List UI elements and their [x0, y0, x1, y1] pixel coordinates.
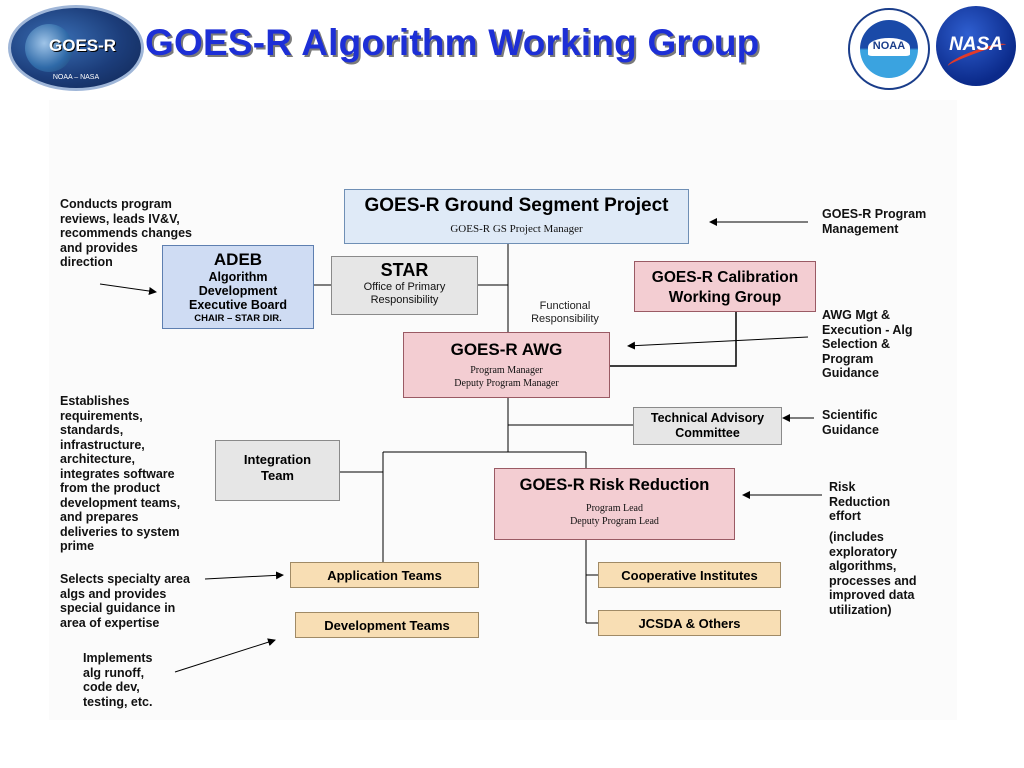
noaa-logo-text: NOAA	[872, 40, 906, 52]
jcsda-label: JCSDA & Others	[638, 616, 741, 631]
integration-line-1: Integration	[243, 452, 312, 467]
adeb-chair: CHAIR – STAR DIR.	[194, 313, 282, 324]
awg-box: GOES-R AWG Program Manager Deputy Progra…	[403, 332, 610, 398]
application-teams-label: Application Teams	[327, 568, 442, 583]
nasa-logo-text: NASA	[949, 34, 1003, 55]
awg-program-manager: Program Manager	[470, 365, 543, 376]
awg-deputy-program-manager: Deputy Program Manager	[454, 378, 559, 389]
adeb-line-2: Development	[198, 284, 278, 298]
goes-r-logo-text: GOES-R	[49, 36, 117, 55]
adeb-title: ADEB	[213, 250, 263, 269]
star-line-1: Office of Primary	[363, 281, 446, 293]
cooperative-institutes-box: Cooperative Institutes	[598, 562, 781, 588]
calibration-working-group-box: GOES-R Calibration Working Group	[634, 261, 816, 312]
nasa-logo: NASA	[936, 6, 1016, 86]
cooperative-institutes-label: Cooperative Institutes	[621, 568, 758, 583]
integration-team-box: Integration Team	[215, 440, 340, 501]
jcsda-box: JCSDA & Others	[598, 610, 781, 636]
adeb-box: ADEB Algorithm Development Executive Boa…	[162, 245, 314, 329]
development-teams-box: Development Teams	[295, 612, 479, 638]
star-box: STAR Office of Primary Responsibility	[331, 256, 478, 315]
goes-r-logo: GOES-R NOAA – NASA	[8, 5, 144, 91]
tac-line-1: Technical Advisory	[650, 411, 765, 425]
risk-reduction-box: GOES-R Risk Reduction Program Lead Deput…	[494, 468, 735, 540]
goes-r-logo-bottom-text: NOAA – NASA	[52, 74, 100, 81]
risk-program-lead: Program Lead	[586, 503, 643, 514]
star-title: STAR	[380, 260, 429, 280]
ground-segment-project-manager: GOES-R GS Project Manager	[450, 223, 583, 235]
calibration-line-1: GOES-R Calibration	[651, 269, 799, 286]
adeb-line-3: Executive Board	[189, 298, 287, 312]
noaa-bird-icon: NOAA	[868, 38, 910, 56]
page-title: GOES-R Algorithm Working Group	[145, 22, 760, 63]
calibration-line-2: Working Group	[668, 289, 782, 306]
risk-deputy-program-lead: Deputy Program Lead	[570, 516, 659, 527]
adeb-line-1: Algorithm	[208, 270, 268, 284]
development-teams-label: Development Teams	[324, 618, 450, 633]
tac-line-2: Committee	[675, 426, 740, 440]
risk-reduction-title: GOES-R Risk Reduction	[519, 476, 710, 494]
noaa-logo: NOAA	[848, 8, 930, 90]
technical-advisory-committee-box: Technical Advisory Committee	[633, 407, 782, 445]
functional-responsibility-label: Functional Responsibility	[531, 300, 599, 325]
integration-line-2: Team	[261, 468, 294, 483]
ground-segment-project-box: GOES-R Ground Segment Project GOES-R GS …	[344, 189, 689, 244]
ground-segment-project-title: GOES-R Ground Segment Project	[364, 195, 669, 216]
awg-title: GOES-R AWG	[450, 340, 563, 359]
star-line-2: Responsibility	[370, 294, 439, 306]
earth-icon	[25, 24, 73, 72]
noaa-emblem-icon: NOAA	[860, 20, 918, 78]
application-teams-box: Application Teams	[290, 562, 479, 588]
